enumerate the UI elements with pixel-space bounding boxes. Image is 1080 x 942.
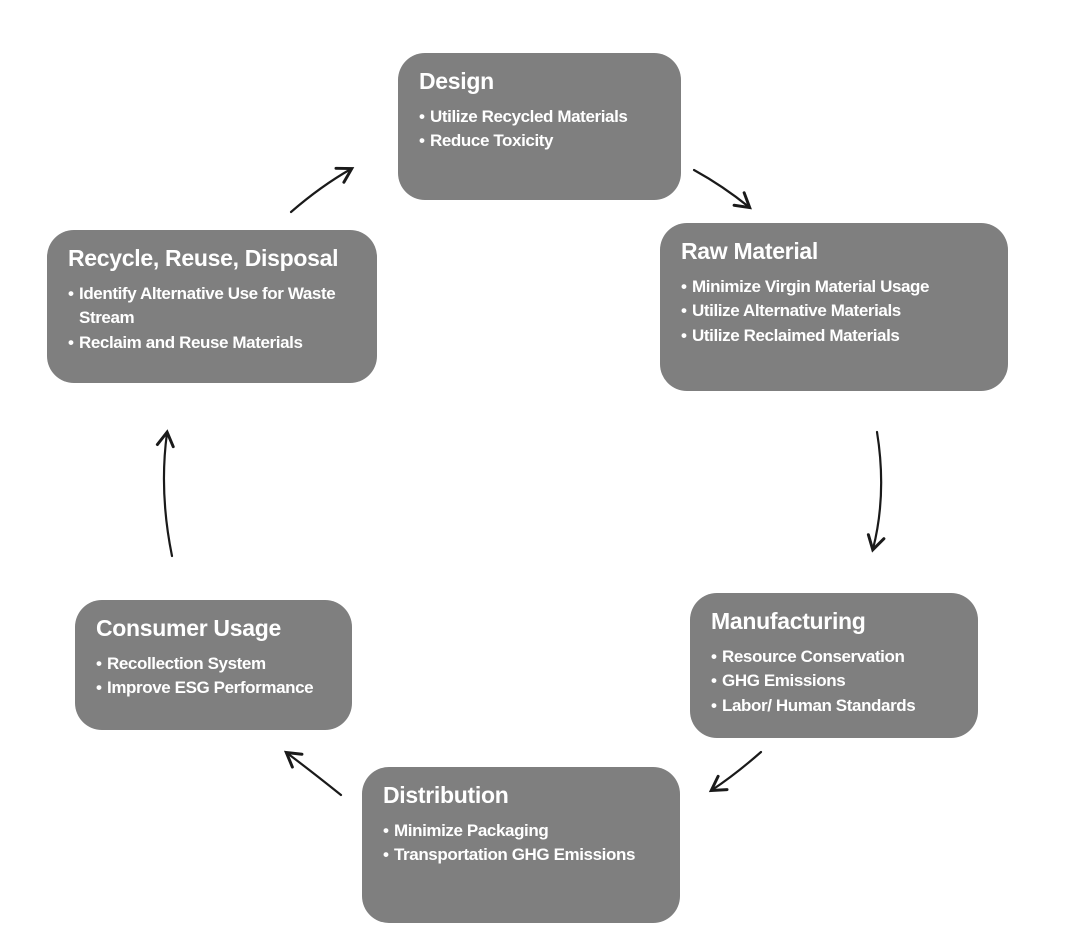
bullet-item: Utilize Recycled Materials (419, 105, 661, 130)
node-title: Design (419, 68, 494, 94)
arrow-raw-material-to-manufacturing (866, 430, 886, 553)
arrow-recycle-to-design (289, 166, 355, 214)
bullet-item: GHG Emissions (711, 669, 958, 694)
arrow-manufacturing-to-distribution (708, 750, 763, 793)
bullet-item: Reclaim and Reuse Materials (68, 331, 357, 356)
bullet-item: Resource Conservation (711, 645, 958, 670)
bullet-item: Utilize Alternative Materials (681, 299, 988, 324)
bullet-item: Minimize Packaging (383, 819, 660, 844)
node-distribution: Distribution Minimize PackagingTransport… (362, 767, 680, 923)
node-title: Recycle, Reuse, Disposal (68, 245, 339, 271)
bullet-item: Minimize Virgin Material Usage (681, 275, 988, 300)
node-bullet-list: Recollection SystemImprove ESG Performan… (96, 652, 332, 701)
bullet-item: Labor/ Human Standards (711, 694, 958, 719)
node-bullet-list: Utilize Recycled MaterialsReduce Toxicit… (419, 105, 661, 154)
node-title: Manufacturing (711, 608, 866, 634)
arrow-design-to-raw-material (692, 168, 752, 210)
node-bullet-list: Minimize PackagingTransportation GHG Emi… (383, 819, 660, 868)
bullet-item: Utilize Reclaimed Materials (681, 324, 988, 349)
bullet-item: Improve ESG Performance (96, 676, 332, 701)
bullet-item: Transportation GHG Emissions (383, 843, 660, 868)
node-title: Distribution (383, 782, 509, 808)
arrow-distribution-to-consumer-usage (283, 750, 343, 797)
arrow-consumer-usage-to-recycle (155, 429, 175, 558)
node-manufacturing: Manufacturing Resource ConservationGHG E… (690, 593, 978, 738)
node-design: Design Utilize Recycled MaterialsReduce … (398, 53, 681, 200)
node-bullet-list: Resource ConservationGHG EmissionsLabor/… (711, 645, 958, 719)
node-title: Consumer Usage (96, 615, 281, 641)
node-title: Raw Material (681, 238, 819, 264)
node-bullet-list: Identify Alternative Use for Waste Strea… (68, 282, 357, 356)
node-bullet-list: Minimize Virgin Material UsageUtilize Al… (681, 275, 988, 349)
bullet-item: Reduce Toxicity (419, 129, 661, 154)
bullet-item: Identify Alternative Use for Waste Strea… (68, 282, 357, 331)
node-raw-material: Raw Material Minimize Virgin Material Us… (660, 223, 1008, 391)
bullet-item: Recollection System (96, 652, 332, 677)
node-consumer-usage: Consumer Usage Recollection SystemImprov… (75, 600, 352, 730)
node-recycle-reuse-disposal: Recycle, Reuse, Disposal Identify Altern… (47, 230, 377, 383)
